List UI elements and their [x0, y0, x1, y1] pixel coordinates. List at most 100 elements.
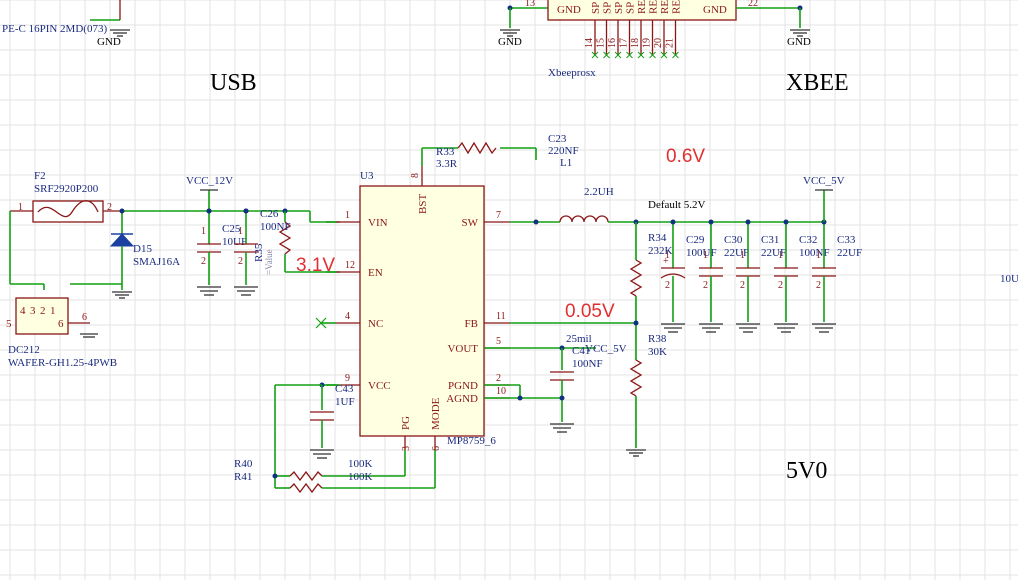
xbee-pin-name: RE: [659, 0, 671, 14]
xbee-pin22: 22: [748, 0, 758, 9]
f2-pin1: 1: [18, 202, 23, 213]
c33-value: 22UF: [837, 247, 862, 259]
dc212-pin2: 2: [40, 305, 46, 317]
no-connect-marker: [315, 317, 327, 329]
annotation-fb-voltage: 0.05V: [565, 301, 615, 322]
tvs-diode-d15[interactable]: D15 SMAJ16A: [109, 211, 180, 299]
cap-pin-1: 1: [201, 226, 206, 237]
d15-ref: D15: [133, 243, 152, 255]
mil-note: 25mil: [566, 333, 592, 345]
u3-ref: U3: [360, 170, 374, 182]
xbee-pin-14: 14: [584, 38, 595, 48]
section-5v0: 5V0: [786, 458, 827, 484]
c30-value: 22UF: [724, 247, 749, 259]
section-usb: USB: [210, 70, 257, 96]
xbee-pin-name: RE: [636, 0, 648, 14]
vcc12-net-label: VCC_12V: [186, 175, 233, 187]
vcc5-vout-label: VCC_5V: [585, 343, 627, 355]
cap-pin-1: 1: [816, 250, 821, 261]
vout-network: 25mil VCC_5V C41 100NF: [484, 333, 627, 433]
c30-ref: C30: [724, 234, 743, 246]
xbee-pin-name: SP: [625, 2, 637, 14]
ic-u3[interactable]: U3 MP8759_6 1VIN12EN4NC9VCC7SW11FB5VOUT2…: [321, 166, 636, 451]
dc212-ref: DC212: [8, 344, 40, 356]
u3-pin-6: 6: [431, 446, 442, 451]
dc212-pin5: 5: [6, 318, 12, 330]
xbee-pin-16: 16: [607, 38, 618, 48]
u3-pin-1: 1: [345, 210, 350, 221]
u3-pin-name-vin: VIN: [368, 217, 388, 229]
f2-pin2: 2: [107, 202, 112, 213]
l1-ref: L1: [560, 157, 572, 169]
gnd-label-xbee-right: GND: [787, 36, 811, 48]
gnd-label: GND: [97, 36, 121, 48]
polarity-mark: +: [663, 256, 669, 267]
fuse-f2[interactable]: F2 SRF2920P200 1 2: [10, 170, 122, 223]
xbee-pin-name: SP: [613, 2, 625, 14]
feedback-divider[interactable]: R34 232K R38 30K: [626, 222, 673, 457]
cap-pin-2: 2: [238, 256, 243, 267]
right-edge-label: 10U: [1000, 273, 1018, 285]
r40-ref: R40: [234, 458, 253, 470]
dc212-pin6: 6: [58, 318, 64, 330]
c41-value: 100NF: [572, 358, 603, 370]
resistors-r40-r41[interactable]: R40 R41 100K 100K: [234, 450, 436, 494]
cap-pin-1: 1: [740, 250, 745, 261]
cap-pin-2: 2: [816, 280, 821, 291]
cap-pin-2: 2: [201, 256, 206, 267]
vcc-cap-c43[interactable]: C43 1UF: [274, 382, 355, 477]
c25-ref: C25: [222, 223, 241, 235]
c33-ref: C33: [837, 234, 856, 246]
dc212-pin1: 1: [50, 305, 56, 317]
cap-pin-2: 2: [665, 280, 670, 291]
section-xbee: XBEE: [786, 70, 849, 96]
r35-ref: R35: [253, 243, 265, 262]
c29-ref: C29: [686, 234, 705, 246]
c43-ref: C43: [335, 383, 354, 395]
l1-value: 2.2UH: [584, 186, 614, 198]
c25-value: 10UF: [222, 236, 247, 248]
u3-pin-9: 9: [345, 373, 350, 384]
xbee-pin-name: SP: [590, 2, 602, 14]
r41-ref: R41: [234, 471, 252, 483]
u3-pin-name-pg: PG: [400, 416, 412, 430]
u3-pin-name-nc: NC: [368, 318, 383, 330]
vcc5-net-label: VCC_5V: [803, 175, 845, 187]
gnd-label-xbee-left: GND: [498, 36, 522, 48]
bootstrap-network: R33 3.3R C23 220NF L1: [421, 133, 579, 170]
c31-ref: C31: [761, 234, 779, 246]
r34-value: 232K: [648, 245, 673, 257]
u3-pin-name-en: EN: [368, 267, 383, 279]
cap-pin-1: 1: [665, 250, 670, 261]
cap-pin-2: 2: [778, 280, 783, 291]
c26-value: 100NF: [260, 221, 291, 233]
c23-value: 220NF: [548, 145, 579, 157]
c26-ref: C26: [260, 208, 279, 220]
xbee-pin-name: RE: [648, 0, 660, 14]
u3-pin-name-fb: FB: [465, 318, 478, 330]
f2-ref: F2: [34, 170, 46, 182]
cap-pin-2: 2: [740, 280, 745, 291]
c43-value: 1UF: [335, 396, 355, 408]
u3-pin-name-mode: MODE: [430, 397, 442, 430]
u3-pin-name-vcc: VCC: [368, 380, 391, 392]
xbee-pin-15: 15: [596, 38, 607, 48]
u3-part: MP8759_6: [447, 435, 496, 447]
xbee-pin-20: 20: [653, 38, 664, 48]
dc212-pin4: 4: [20, 305, 26, 317]
u3-pin-3: 3: [401, 446, 412, 451]
r33-value: 3.3R: [436, 158, 458, 170]
connector-dc212[interactable]: 4 3 2 1 5 6 6 DC212 WAFER-GH1.25-4PWB: [6, 211, 122, 369]
r35-value: =Value: [264, 249, 274, 275]
usb-part-label: PE-C 16PIN 2MD(073): [2, 23, 107, 35]
